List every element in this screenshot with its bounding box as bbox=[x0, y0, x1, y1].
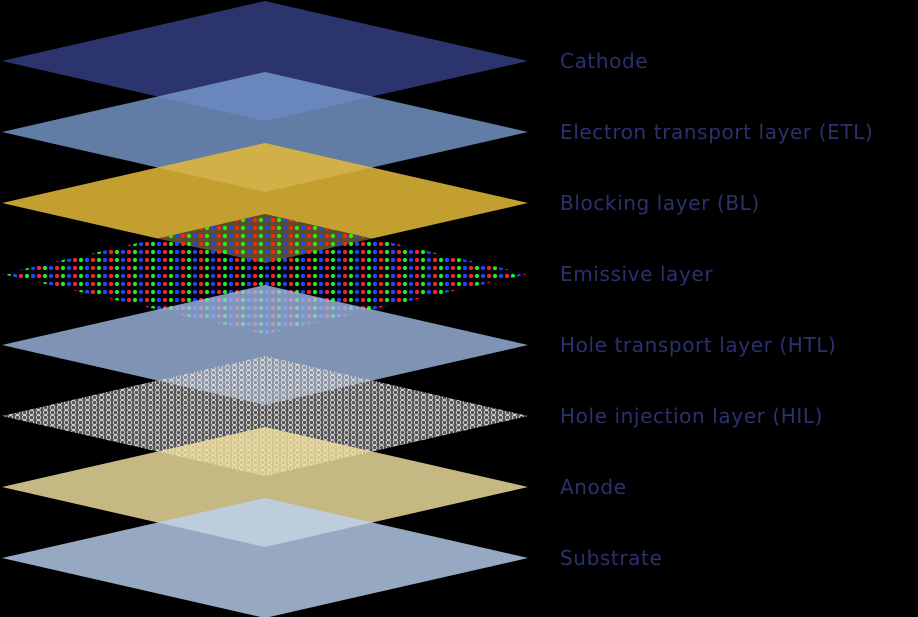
layer-plane-htl bbox=[2, 285, 528, 405]
layer-label-substrate: Substrate bbox=[560, 546, 662, 570]
layer-substrate bbox=[2, 498, 528, 617]
layer-label-htl: Hole transport layer (HTL) bbox=[560, 333, 836, 357]
layer-label-anode: Anode bbox=[560, 475, 627, 499]
layer-anode bbox=[2, 427, 528, 547]
layer-htl bbox=[2, 285, 528, 405]
layer-plane-cathode bbox=[2, 1, 528, 121]
layer-plane-substrate bbox=[2, 498, 528, 617]
layer-emissive bbox=[2, 214, 528, 334]
layer-label-cathode: Cathode bbox=[560, 49, 648, 73]
layer-label-etl: Electron transport layer (ETL) bbox=[560, 120, 873, 144]
layer-texture-hil bbox=[2, 356, 528, 476]
layer-etl bbox=[2, 72, 528, 192]
layer-label-bl: Blocking layer (BL) bbox=[560, 191, 760, 215]
layer-cathode bbox=[2, 1, 528, 121]
layer-plane-anode bbox=[2, 427, 528, 547]
layer-label-emissive: Emissive layer bbox=[560, 262, 713, 286]
layer-bl bbox=[2, 143, 528, 263]
layer-planes bbox=[2, 1, 528, 617]
layer-label-hil: Hole injection layer (HIL) bbox=[560, 404, 823, 428]
layer-hil bbox=[2, 356, 528, 476]
layer-texture-emissive bbox=[2, 214, 528, 334]
layer-plane-etl bbox=[2, 72, 528, 192]
layer-plane-bl bbox=[2, 143, 528, 263]
